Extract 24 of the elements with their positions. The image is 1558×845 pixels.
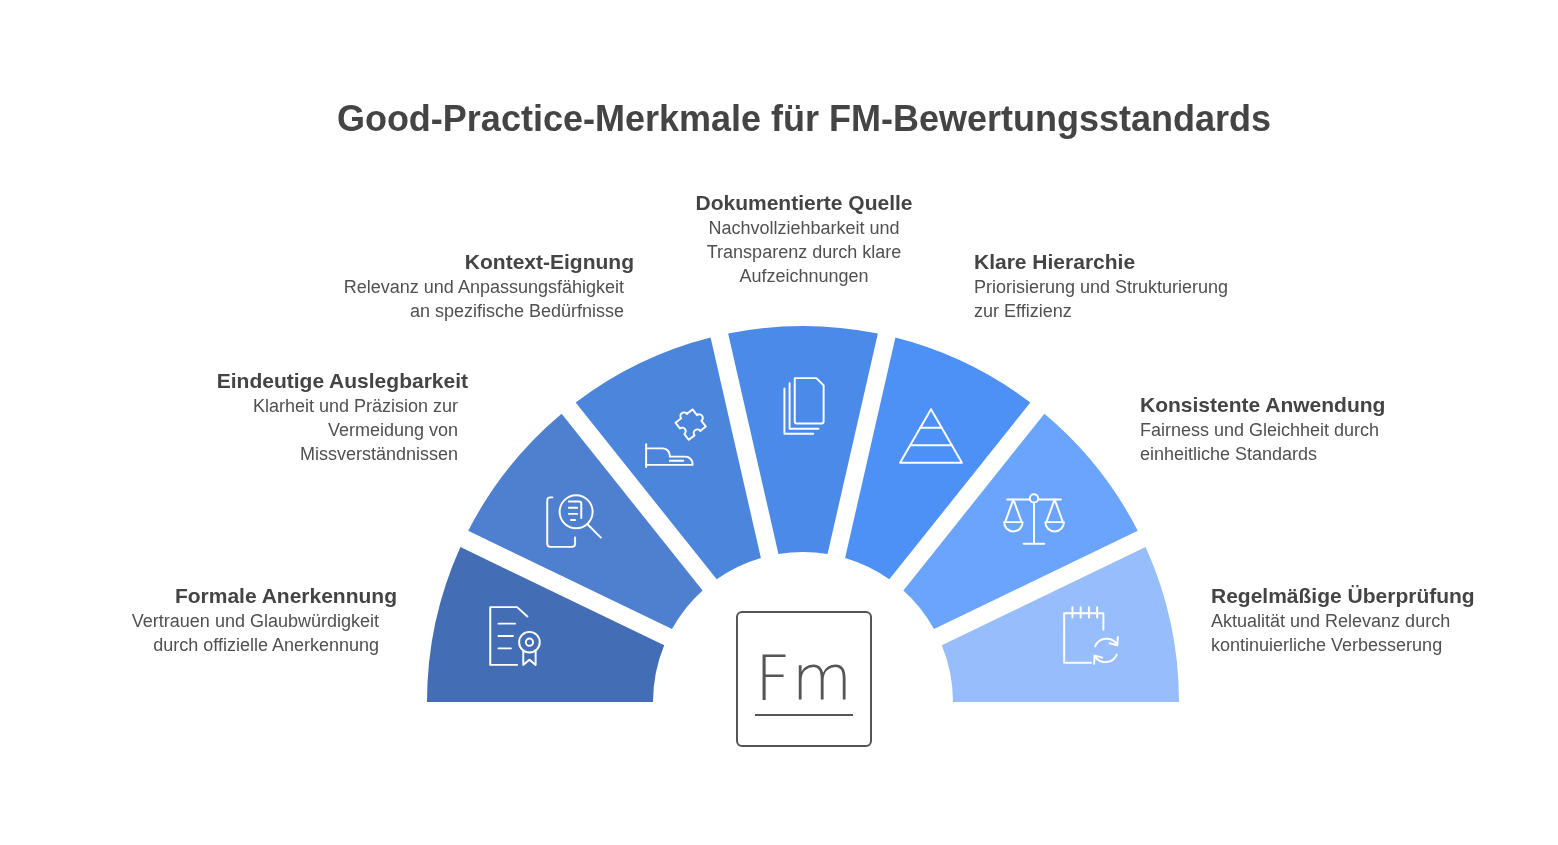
feature-heading: Regelmäßige Überprüfung — [1211, 583, 1475, 609]
symbol-tile — [736, 611, 872, 747]
feature-description: Relevanz und Anpassungsfähigkeit an spezifische Bedürfnisse — [342, 276, 624, 323]
feature-heading: Konsistente Anwendung — [1140, 392, 1386, 418]
wedge-segment — [575, 337, 761, 580]
feature-description: Priorisierung und Strukturierung zur Effizienz — [974, 276, 1230, 323]
wedge-segment — [468, 413, 703, 629]
feature-description: Vertrauen und Glaubwürdigkeit durch offizielle Anerkennung — [130, 610, 379, 657]
feature-description: Nachvollziehbarkeit und Transparenz durch klare Aufzeichnungen — [705, 217, 903, 288]
feature-heading: Klare Hierarchie — [974, 249, 1136, 275]
diagram-title: Good-Practice-Merkmale für FM-Bewertungsstandards — [336, 97, 1272, 141]
wedge-segment — [903, 413, 1138, 629]
feature-heading: Dokumentierte Quelle — [695, 190, 913, 216]
feature-heading: Kontext-Eignung — [464, 249, 634, 275]
wedge-segment — [427, 547, 665, 702]
symbol-text: Fm — [754, 648, 854, 710]
wedge-segment — [728, 326, 878, 554]
feature-description: Aktualität und Relevanz durch kontinuierliche Verbesserung — [1211, 610, 1452, 657]
wedge-segment — [941, 547, 1179, 702]
feature-heading: Formale Anerkennung — [174, 583, 397, 609]
feature-description: Fairness und Gleichheit durch einheitliche Standards — [1140, 419, 1381, 466]
wedge-segment — [845, 337, 1031, 580]
feature-description: Klarheit und Präzision zur Vermeidung von Missverständnissen — [251, 395, 458, 466]
feature-heading: Eindeutige Auslegbarkeit — [216, 368, 468, 394]
